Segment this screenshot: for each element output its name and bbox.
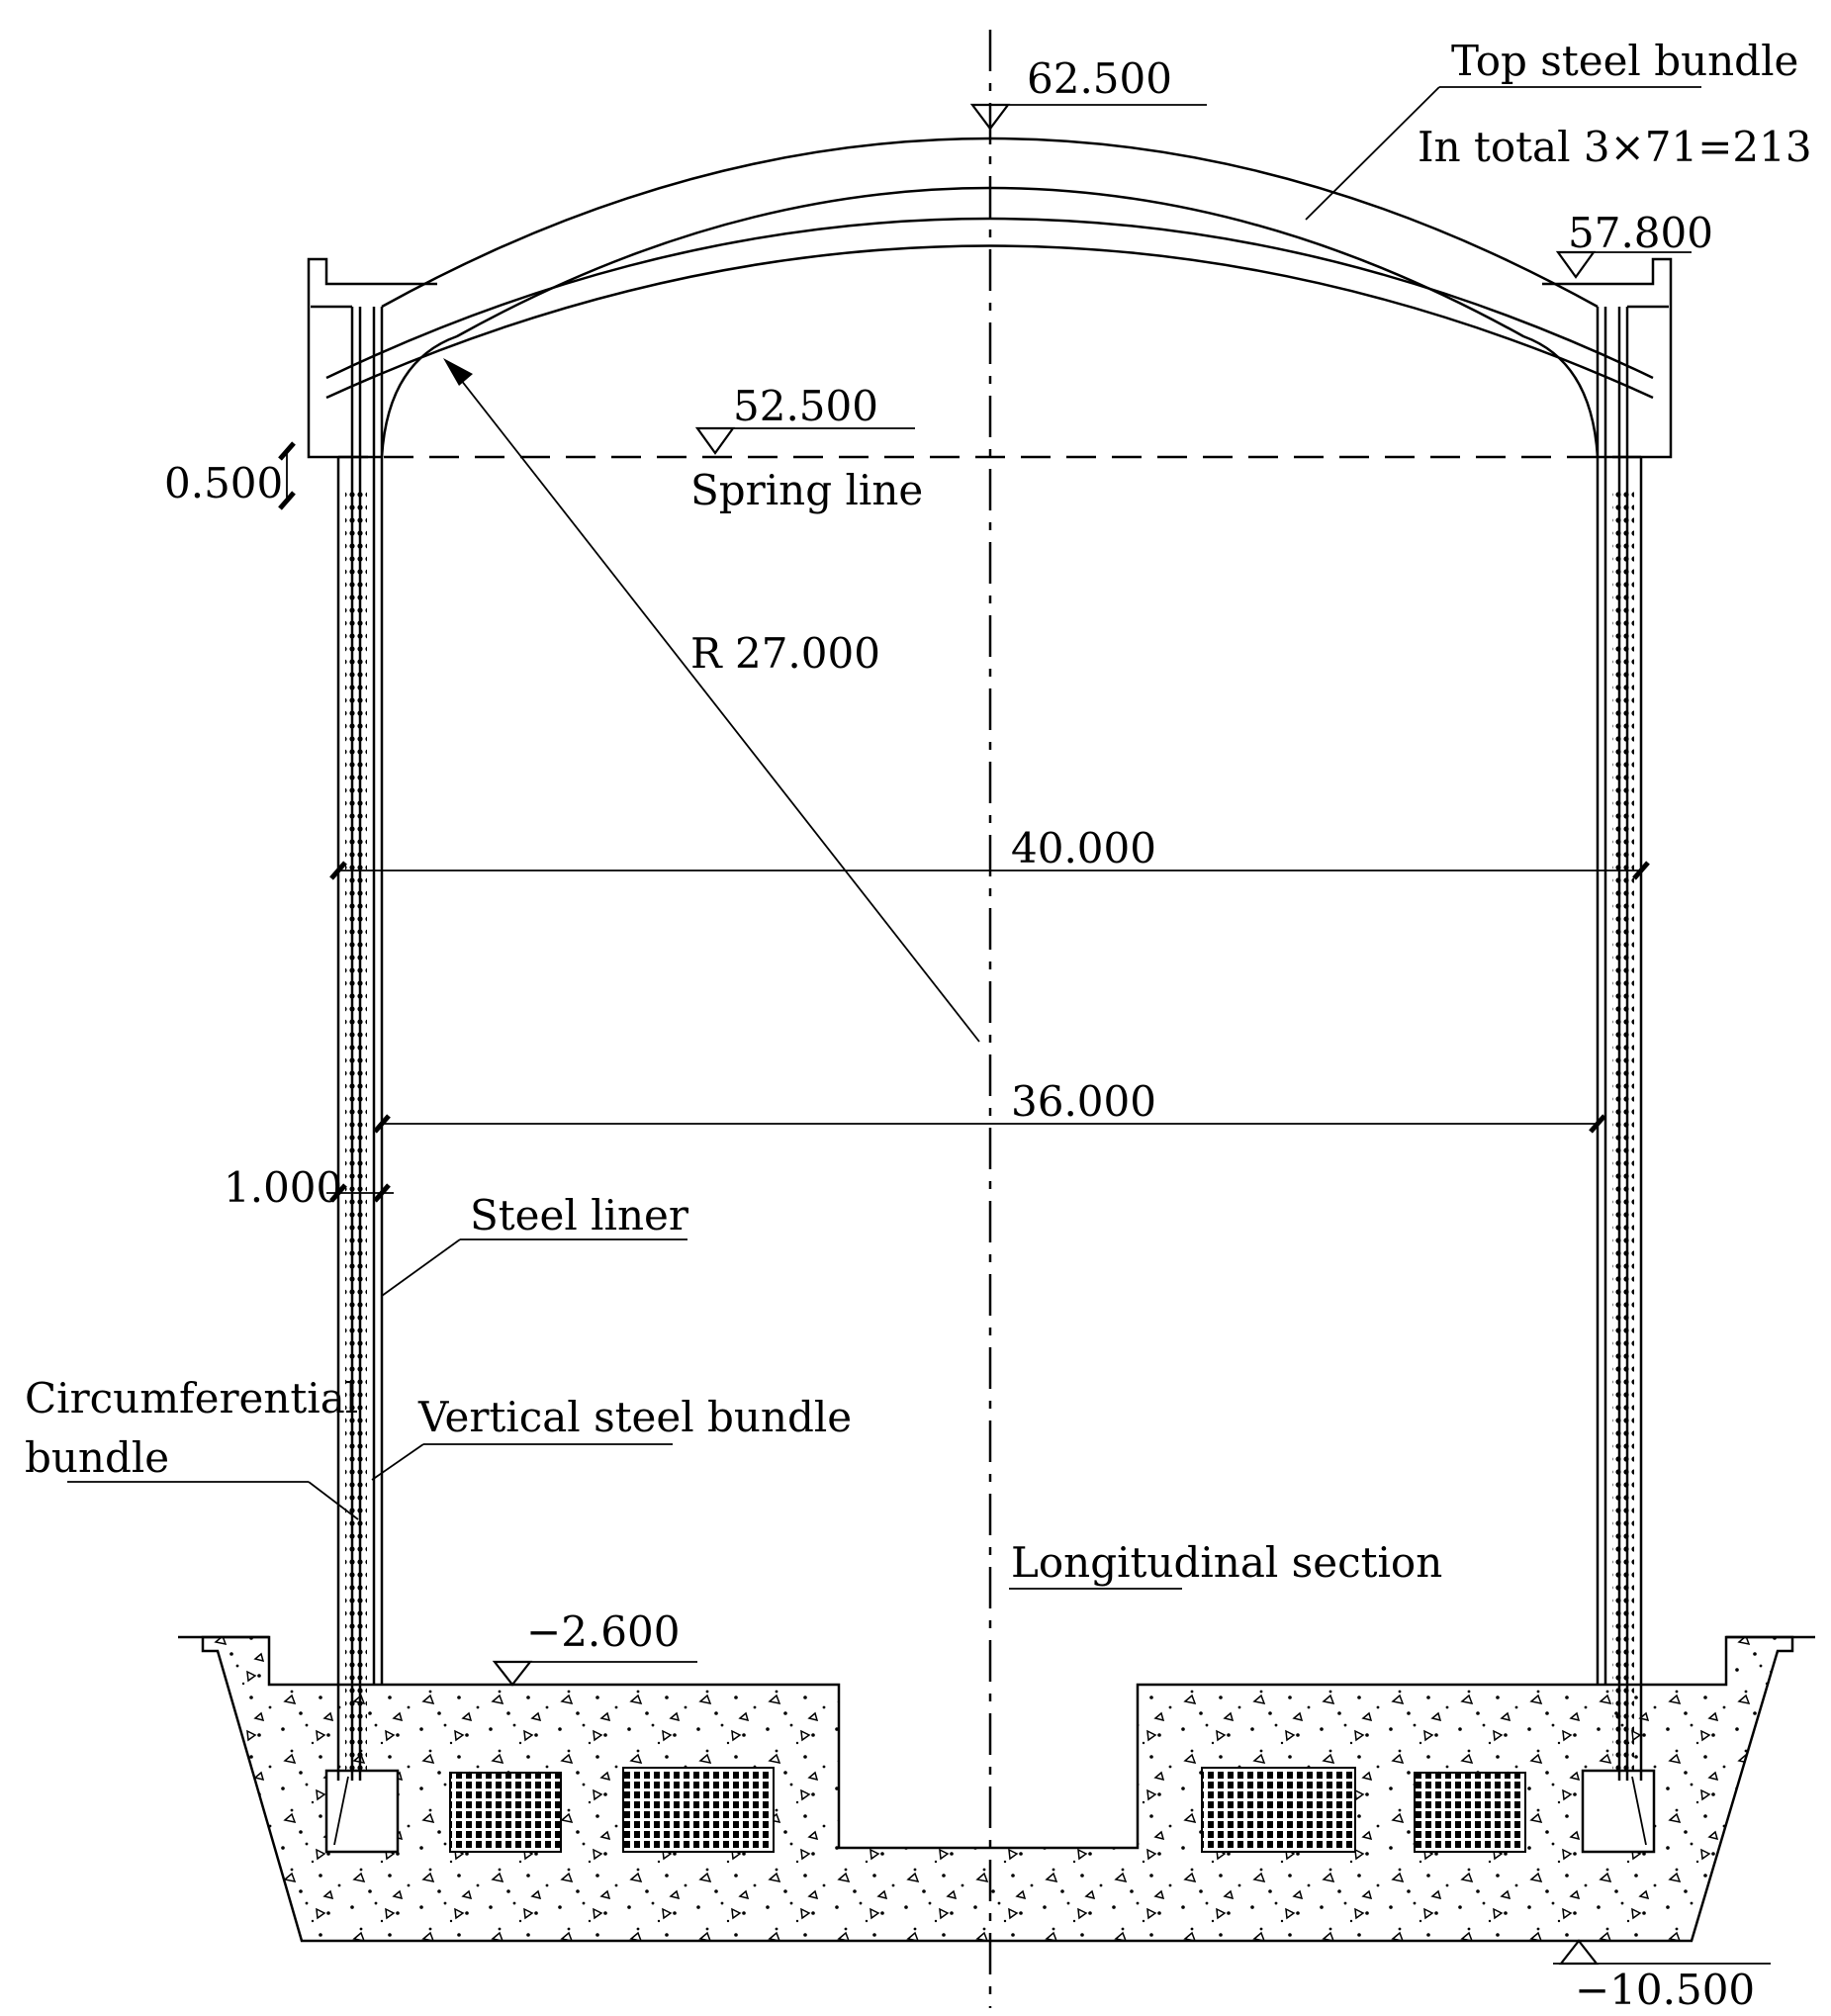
offset-dimension-label: 0.500 (164, 459, 283, 507)
elevation-marker-dome-top (969, 103, 1207, 131)
vertical-steel-bundle-label: Vertical steel bundle (417, 1393, 852, 1441)
wall-thickness-dimension (326, 1183, 394, 1203)
radius-arrowhead (443, 358, 473, 386)
right-anchor-block (1581, 1769, 1656, 1854)
dome-radius-label: R 27.000 (690, 629, 880, 678)
elevation-marker-raft-top (492, 1660, 697, 1687)
elevation-marker-raft-bottom (1553, 1939, 1771, 1966)
circumferential-label-2: bundle (25, 1433, 169, 1482)
inner-diameter-label: 36.000 (1011, 1077, 1156, 1126)
raft-top-elevation: −2.600 (526, 1607, 680, 1656)
spring-line-elevation: 52.500 (733, 382, 878, 430)
rebar-block-2 (622, 1767, 775, 1853)
rebar-block-3 (1201, 1767, 1356, 1853)
circumferential-label: Circumferential (25, 1374, 358, 1422)
rebar-block-4 (1414, 1772, 1526, 1853)
longitudinal-section-label: Longitudinal section (1011, 1538, 1442, 1587)
elevation-marker-spring-line (694, 426, 915, 455)
inner-diameter-dimension (373, 1114, 1606, 1134)
rebar-block-1 (449, 1772, 562, 1853)
spring-line-label: Spring line (690, 466, 923, 514)
left-anchor-block (324, 1769, 400, 1854)
dome-top-elevation: 62.500 (1027, 54, 1172, 103)
raft-bottom-elevation: −10.500 (1575, 1966, 1755, 2014)
outer-diameter-dimension (329, 861, 1650, 880)
cap-top-elevation: 57.800 (1568, 209, 1713, 257)
top-bundle-leader (1305, 86, 1440, 221)
steel-liner-leader (381, 1238, 461, 1297)
in-total-label: In total 3×71=213 (1418, 123, 1812, 171)
radius-line (449, 365, 980, 1043)
vertical-bundle-leader (371, 1443, 424, 1481)
top-steel-bundle-label: Top steel bundle (1451, 37, 1798, 85)
left-wall (336, 307, 384, 1781)
outer-diameter-label: 40.000 (1011, 824, 1156, 872)
foundation-raft (201, 1635, 1794, 1943)
offset-dimension (278, 441, 296, 510)
wall-thickness-label: 1.000 (224, 1163, 342, 1212)
steel-liner-label: Steel liner (470, 1191, 689, 1239)
elevation-marker-cap-top (1555, 250, 1692, 279)
right-wall (1596, 307, 1643, 1781)
